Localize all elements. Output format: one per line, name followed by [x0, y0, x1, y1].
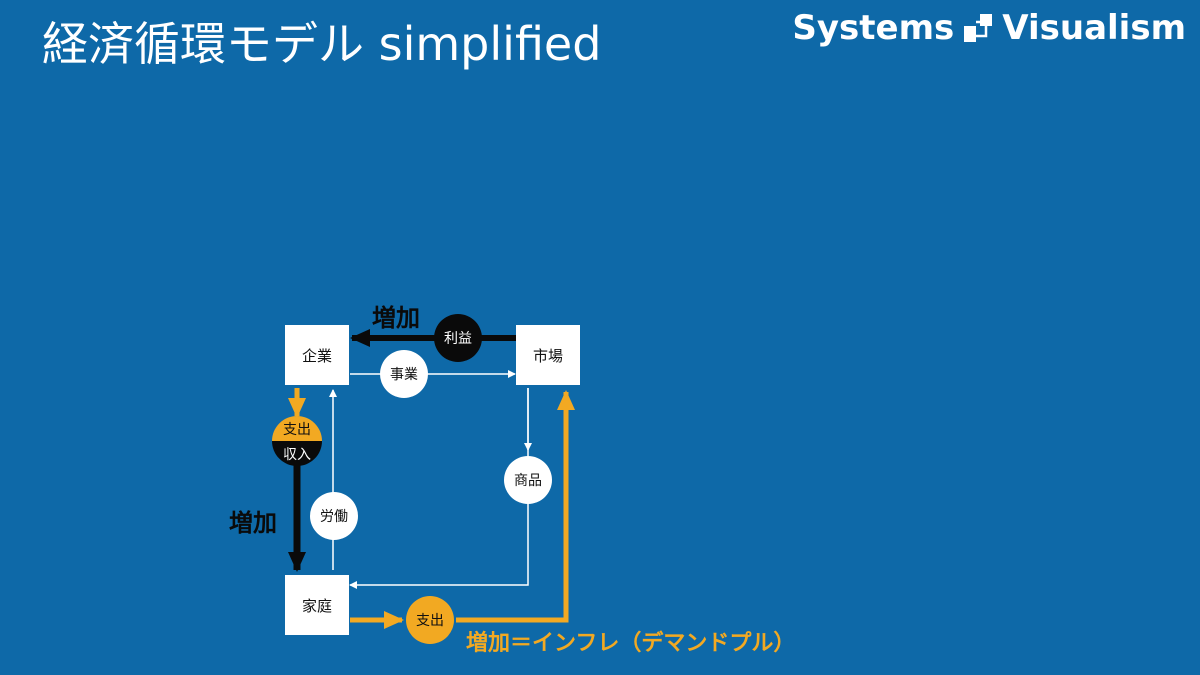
- brand-logo-group: Systems Visualism: [792, 6, 1186, 50]
- brand-logo-icon: [964, 14, 993, 42]
- arrow-goods: [349, 388, 529, 589]
- flow-profit: 利益: [434, 314, 482, 362]
- flow-expenditure-income: 支出 収入: [272, 416, 322, 466]
- label-inflation-note: 増加＝インフレ（デマンドプル）: [466, 631, 796, 656]
- brand-name-right: Visualism: [1002, 8, 1186, 48]
- page-title: 経済循環モデル simplified: [42, 17, 602, 71]
- flow-goods: 商品: [504, 456, 552, 504]
- flow-labor: 労働: [310, 492, 358, 540]
- node-market: 市場: [516, 325, 580, 385]
- flow-business: 事業: [380, 350, 428, 398]
- label-increase-top: 増加: [372, 304, 420, 332]
- arrow-spend-to-market: [456, 390, 575, 623]
- flow-household-spending: 支出: [406, 596, 454, 644]
- node-household: 家庭: [285, 575, 349, 635]
- node-company: 企業: [285, 325, 349, 385]
- brand-name-left: Systems: [792, 8, 955, 48]
- label-increase-left: 増加: [229, 509, 277, 537]
